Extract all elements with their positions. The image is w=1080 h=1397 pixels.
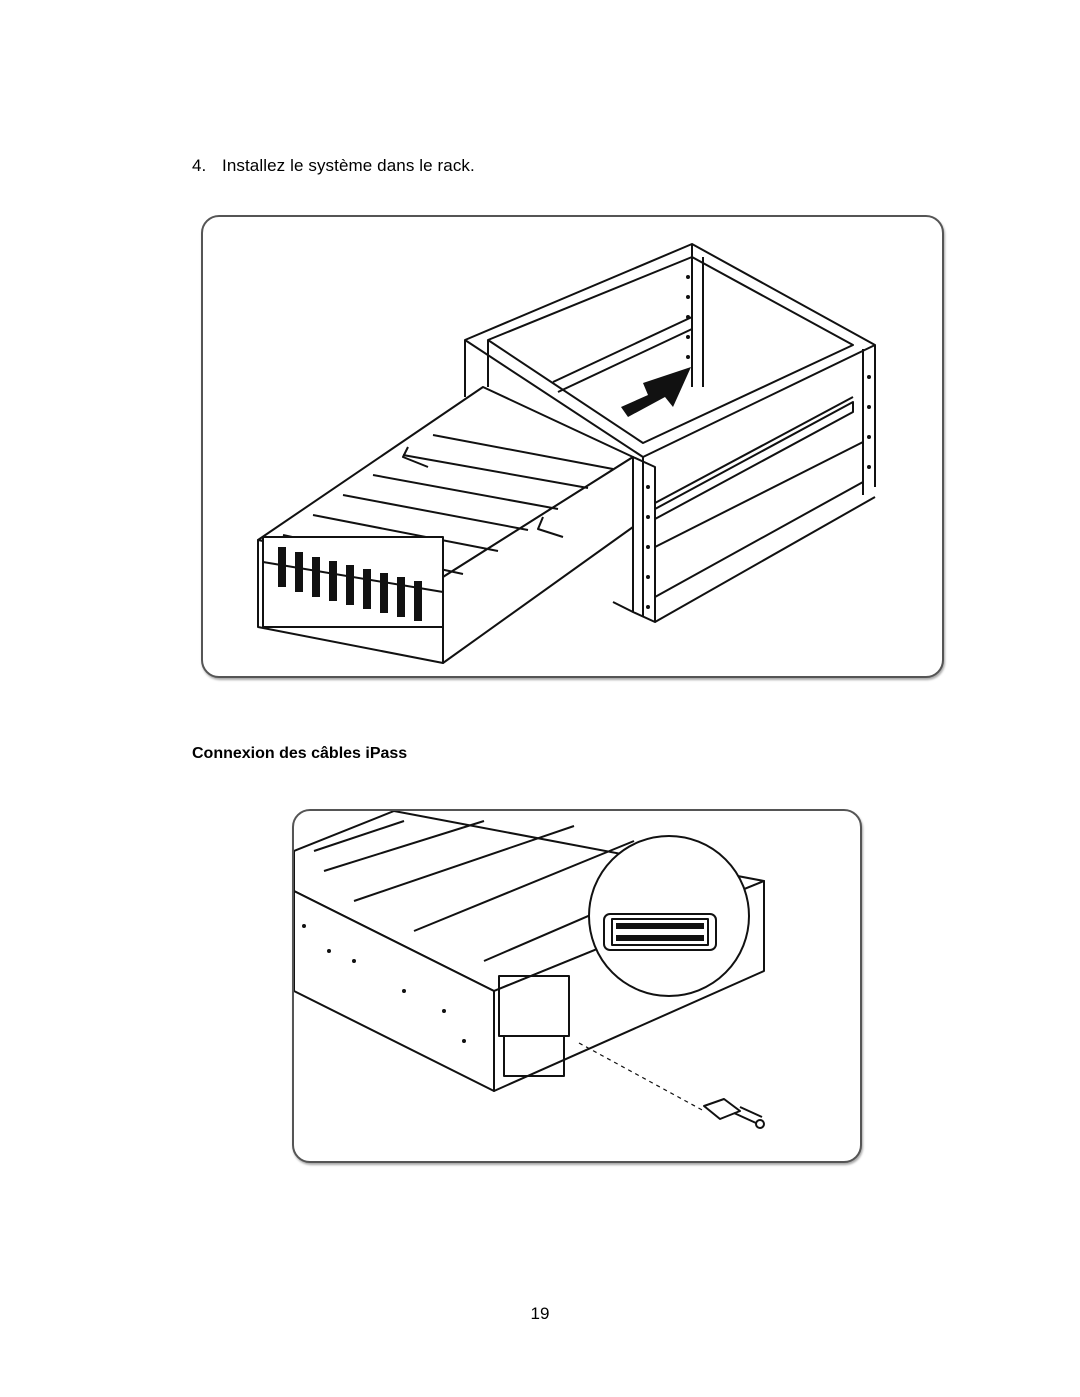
section-heading: Connexion des câbles iPass (192, 745, 408, 762)
page-number: 19 (530, 1304, 550, 1323)
ipass-cable-illustration (294, 811, 765, 1129)
rack-install-illustration (257, 243, 876, 664)
ipass-cable-figure (292, 809, 862, 1163)
step-text: Installez le système dans le rack. (222, 156, 475, 175)
step-4: 4. Installez le système dans le rack. (192, 156, 475, 176)
step-number: 4. (192, 156, 207, 175)
rack-install-figure (201, 215, 944, 678)
